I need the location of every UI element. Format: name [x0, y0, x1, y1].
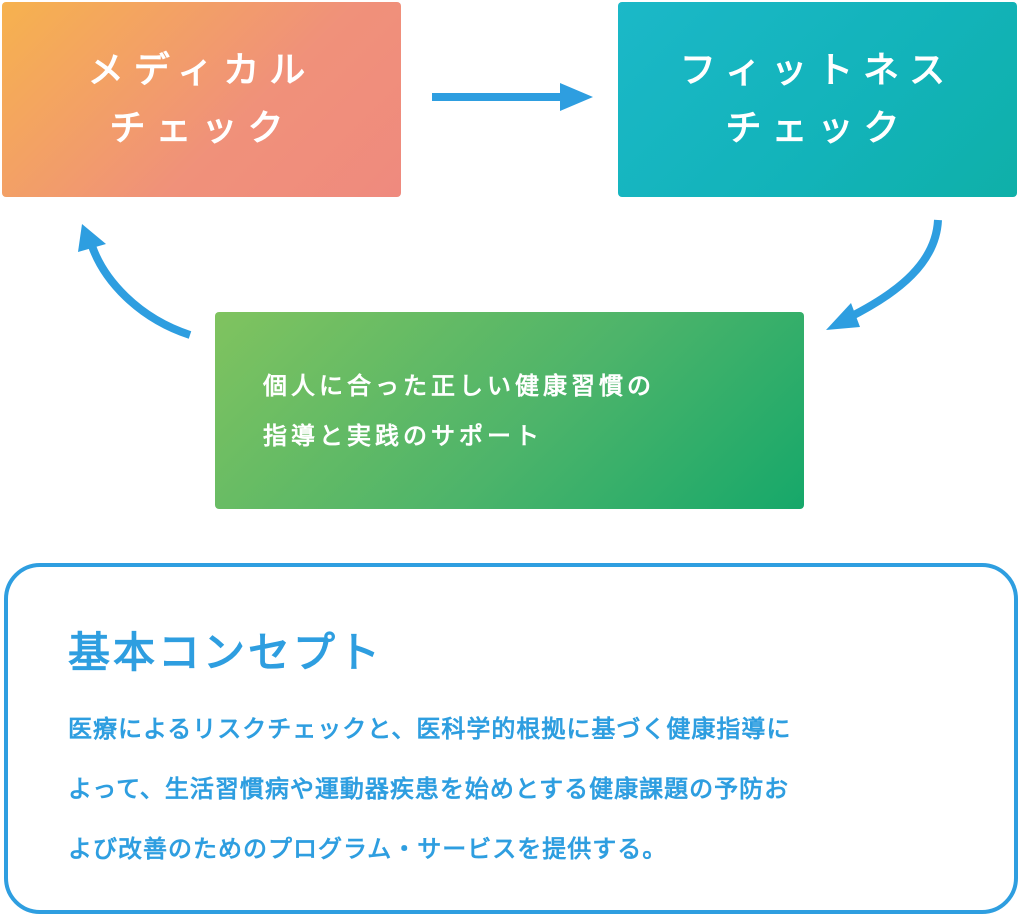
- guidance-support-label: 個人に合った正しい健康習慣の 指導と実践のサポート: [263, 371, 655, 450]
- concept-line-2: よって、生活習慣病や運動器疾患を始めとする健康課題の予防お: [68, 775, 790, 803]
- medical-check-label: メディカル チェック: [87, 49, 316, 149]
- concept-line-1: 医療によるリスクチェックと、医科学的根拠に基づく健康指導に: [68, 715, 792, 743]
- guidance-support-box: 個人に合った正しい健康習慣の 指導と実践のサポート: [215, 312, 804, 509]
- arrow-guidance-to-medical: [78, 224, 192, 339]
- arrow-medical-to-fitness: [432, 83, 593, 111]
- medical-check-box: メディカル チェック: [2, 2, 401, 197]
- arrow-fitness-to-guidance: [826, 219, 942, 330]
- concept-description: 医療によるリスクチェックと、医科学的根拠に基づく健康指導に よって、生活習慣病や…: [68, 699, 968, 879]
- fitness-check-label: フィットネス チェック: [679, 49, 956, 149]
- concept-title: 基本コンセプト: [68, 628, 384, 677]
- concept-panel: 基本コンセプト 医療によるリスクチェックと、医科学的根拠に基づく健康指導に よっ…: [4, 563, 1018, 914]
- fitness-check-box: フィットネス チェック: [618, 2, 1017, 197]
- concept-line-3: よび改善のためのプログラム・サービスを提供する。: [68, 835, 668, 863]
